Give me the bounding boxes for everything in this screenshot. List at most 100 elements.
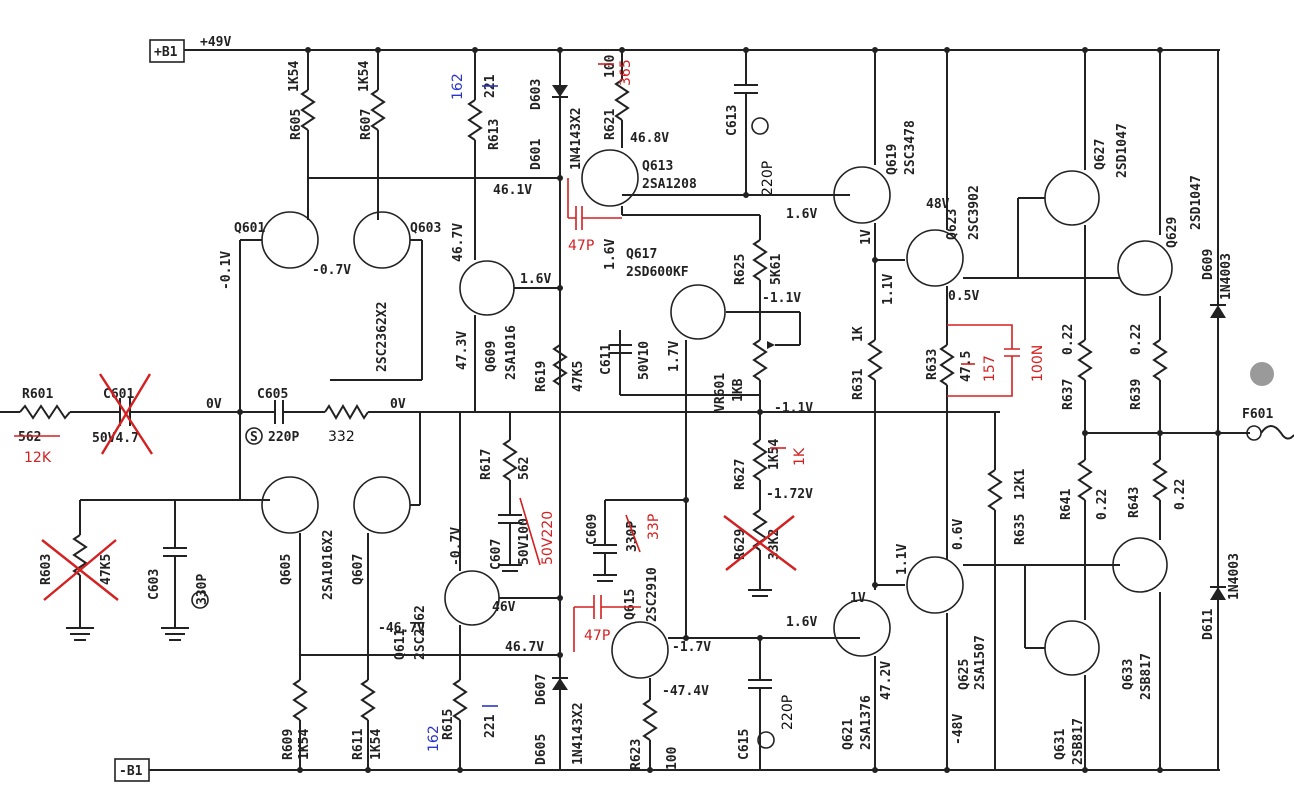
v-r625-b: -1.1V — [762, 291, 801, 306]
junctions — [297, 47, 1221, 773]
r607-symbol — [370, 89, 386, 131]
r623-value: 100 — [665, 746, 680, 770]
q615-type: 2SC2910 — [645, 567, 660, 622]
d601-ref: D601 — [529, 139, 544, 170]
r619-ref: R619 — [534, 361, 549, 392]
v-q601-b: -0.1V — [219, 251, 234, 290]
q611-transistor — [444, 570, 500, 626]
ground-4 — [748, 589, 772, 597]
q625-ref: Q625 — [957, 659, 972, 690]
r643-ref: R643 — [1127, 487, 1142, 518]
q613-ref: Q613 — [642, 159, 673, 174]
c601-value: 50V4.7 — [92, 431, 139, 446]
q629-transistor — [1117, 240, 1173, 296]
d607-ref: D607 — [534, 674, 549, 705]
q629-ref: Q629 — [1165, 217, 1180, 248]
q631-ref: Q631 — [1053, 729, 1068, 760]
r617-symbol — [502, 439, 518, 481]
neg-rail: -B1 — [114, 758, 1220, 782]
v-q609-b: 1.6V — [520, 272, 551, 287]
r639-symbol — [1152, 339, 1168, 381]
r623-symbol — [642, 699, 658, 741]
centre-column: D603 D601 1N4143X2 R619 47K5 D607 D605 1… — [529, 50, 586, 770]
r609-symbol — [292, 679, 308, 721]
r611-value: 1K54 — [369, 729, 384, 760]
r601-symbol — [19, 404, 71, 420]
q601-transistor — [261, 211, 319, 269]
r615-symbol — [452, 679, 468, 721]
q623-type: 2SC3902 — [967, 185, 982, 240]
q607-ref: Q607 — [351, 554, 366, 585]
v-q619-e: 1V — [859, 229, 874, 245]
c609-new-value: 33P — [646, 514, 662, 540]
q607-transistor — [353, 476, 411, 534]
q617-ref: Q617 — [626, 247, 657, 262]
v-q619-b: 1.6V — [786, 207, 817, 222]
r641-value: 0.22 — [1095, 489, 1110, 520]
v-q615-b: 46.7V — [505, 640, 544, 655]
q613-transistor — [581, 149, 639, 207]
q611-ref: Q611 — [393, 629, 408, 660]
r639-value: 0.22 — [1129, 324, 1144, 355]
r627-symbol — [752, 439, 768, 481]
r615-new-value: 162 — [426, 725, 442, 752]
q615-transistor — [611, 621, 669, 679]
r637-symbol — [1077, 339, 1093, 381]
ground-1 — [66, 627, 94, 641]
r601-old-value: 562 — [18, 430, 41, 445]
v-q613-b: 46.1V — [493, 183, 532, 198]
c613-ref: C613 — [725, 105, 740, 136]
r633-mod — [947, 324, 1020, 397]
v-q625-e: -48V — [951, 714, 966, 745]
v-q609-e: 46.7V — [451, 223, 466, 262]
v-in-label: 0V — [206, 397, 222, 412]
r643-symbol — [1152, 459, 1168, 501]
c607-new-value: 50V220 — [540, 511, 556, 565]
output-driver-section: Q619 2SC3478 1.6V 1V R631 1K 1.1V Q623 2… — [786, 50, 1120, 770]
q609-type: 2SA1016 — [504, 325, 519, 380]
r629-symbol — [752, 509, 768, 551]
c607-ref: C607 — [489, 539, 504, 570]
r635-value: 12K1 — [1013, 469, 1028, 500]
vas-section: R613 162 221 46.7V Q609 2SA1016 47.3V 1.… — [378, 50, 560, 770]
q601-ref: Q601 — [234, 221, 265, 236]
r-added-symbol — [324, 404, 369, 420]
diff-pair-section: R605 1K54 R607 1K54 Q601 -0.1V -0.7V Q60… — [219, 50, 560, 770]
c611-value: 50V10 — [637, 341, 652, 380]
q603-ref: Q603 — [410, 221, 441, 236]
c611-ref: C611 — [599, 344, 614, 375]
c603-ref: C603 — [147, 569, 162, 600]
r603-value: 47K5 — [99, 554, 114, 585]
q627-type: 2SD1047 — [1115, 123, 1130, 178]
r621-old-value: 100 — [603, 54, 618, 78]
r605-ref: R605 — [289, 109, 304, 140]
q633-transistor — [1112, 537, 1168, 593]
v-q625-b: 1.1V — [895, 544, 910, 575]
r631-ref: R631 — [851, 369, 866, 400]
q629-type: 2SD1047 — [1189, 175, 1204, 230]
q619-transistor — [833, 166, 891, 224]
r627-old-value: 1K54 — [767, 439, 782, 470]
r621-new-value: 365 — [618, 59, 634, 86]
d603-ref: D603 — [529, 79, 544, 110]
v-q621-b: 1.6V — [786, 615, 817, 630]
added-47p-top — [567, 178, 622, 230]
r613-new-value: 162 — [450, 73, 466, 100]
r603-ref: R603 — [39, 554, 54, 585]
r633-old-value: 47.5 — [959, 351, 974, 382]
q609-transistor — [459, 260, 515, 316]
pos-voltage-label: +49V — [200, 35, 231, 50]
r607-ref: R607 — [359, 109, 374, 140]
r625-ref: R625 — [733, 254, 748, 285]
v-q625-c: 0.6V — [951, 519, 966, 550]
q631-type: 2SB817 — [1071, 718, 1086, 765]
d611-type: 1N4003 — [1227, 553, 1242, 600]
q603-type: 2SC2362X2 — [375, 302, 390, 372]
added-332-value: 332 — [328, 429, 355, 445]
r621-ref: R621 — [603, 109, 618, 140]
added-47p-top-value: 47P — [568, 238, 594, 254]
v-q621-c: 47.2V — [879, 661, 894, 700]
c613-value: 220P — [760, 161, 776, 196]
pos-rail: +B1 +49V — [149, 35, 1220, 63]
c615-value: 220P — [780, 695, 796, 730]
